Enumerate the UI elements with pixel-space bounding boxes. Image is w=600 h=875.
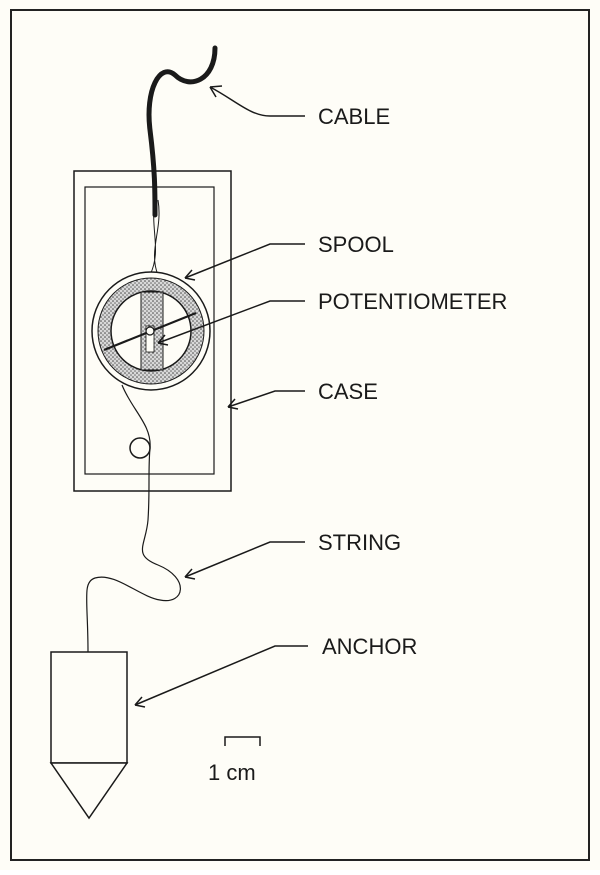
string-line xyxy=(86,384,181,653)
guide-roller xyxy=(129,437,151,459)
leader-case xyxy=(227,390,305,410)
scale-bar-label: 1 cm xyxy=(208,760,256,785)
cable-leads xyxy=(149,199,160,276)
label-spool: SPOOL xyxy=(318,232,394,257)
cable-wire xyxy=(146,45,218,218)
label-potentiometer: POTENTIOMETER xyxy=(318,289,507,314)
label-anchor: ANCHOR xyxy=(322,634,417,659)
leader-string xyxy=(184,541,305,580)
label-cable: CABLE xyxy=(318,104,390,129)
label-string: STRING xyxy=(318,530,401,555)
scale-bar xyxy=(224,736,261,746)
leader-spool xyxy=(184,243,305,281)
potentiometer-pivot xyxy=(145,326,155,336)
leader-anchor xyxy=(134,645,308,708)
leader-potentiometer xyxy=(157,300,305,346)
page-border xyxy=(10,9,590,861)
leader-cable xyxy=(209,85,305,117)
anchor-tip xyxy=(49,762,129,820)
anchor-body xyxy=(50,651,128,764)
label-case: CASE xyxy=(318,379,378,404)
potentiometer-shaft xyxy=(145,325,155,353)
case-outer xyxy=(73,170,232,492)
